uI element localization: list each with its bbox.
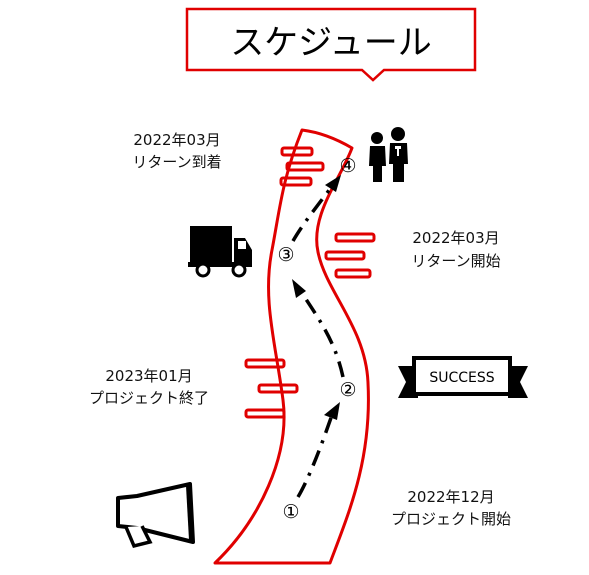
- step-marker-4: ④: [339, 155, 356, 177]
- label-step-3-date: 2022年03月: [412, 229, 499, 247]
- step-marker-1: ①: [282, 501, 299, 523]
- step-marker-3: ③: [277, 244, 294, 266]
- label-step-1-date: 2022年12月: [407, 488, 494, 506]
- red-bar: [244, 358, 286, 369]
- label-step-1-event: プロジェクト開始: [391, 510, 511, 528]
- red-bar: [257, 383, 299, 394]
- red-bar: [285, 161, 325, 172]
- road: [213, 128, 370, 565]
- bar-group-low: [244, 358, 299, 419]
- label-step-4-date: 2022年03月: [133, 131, 220, 149]
- label-step-4: 2022年03月 リターン到着: [132, 131, 221, 171]
- label-step-1: 2022年12月 プロジェクト開始: [391, 488, 511, 528]
- truck-icon: [188, 226, 252, 278]
- label-step-2-date: 2023年01月: [105, 367, 192, 385]
- label-step-2: 2023年01月 プロジェクト終了: [89, 367, 209, 407]
- arrow-head: [324, 402, 340, 420]
- success-ribbon-icon: SUCCESS: [398, 356, 528, 398]
- red-bar: [324, 250, 366, 261]
- label-step-3-event: リターン開始: [411, 252, 500, 270]
- people-icon: [369, 127, 408, 182]
- success-banner-text: SUCCESS: [429, 370, 494, 386]
- step-marker-2: ②: [339, 379, 356, 401]
- title-box: [185, 7, 477, 82]
- bar-group-mid: [324, 232, 376, 279]
- red-bar: [334, 232, 376, 243]
- route-1-2: [296, 411, 335, 498]
- label-step-2-event: プロジェクト終了: [89, 389, 209, 407]
- route-dash-lines: [291, 175, 345, 498]
- red-bar: [244, 408, 286, 419]
- label-step-4-event: リターン到着: [132, 153, 221, 171]
- route-2-3: [298, 289, 345, 378]
- label-step-3: 2022年03月 リターン開始: [411, 229, 500, 270]
- route-3-4: [291, 183, 335, 242]
- title-callout: スケジュール: [185, 7, 477, 82]
- arrow-head: [292, 279, 306, 298]
- red-bar: [280, 146, 314, 157]
- megaphone-icon: [116, 482, 195, 549]
- red-bar: [334, 268, 372, 279]
- bar-group-top: [279, 146, 325, 187]
- red-bar: [279, 176, 313, 187]
- title-text: スケジュール: [230, 23, 432, 63]
- arrow-head: [325, 175, 341, 192]
